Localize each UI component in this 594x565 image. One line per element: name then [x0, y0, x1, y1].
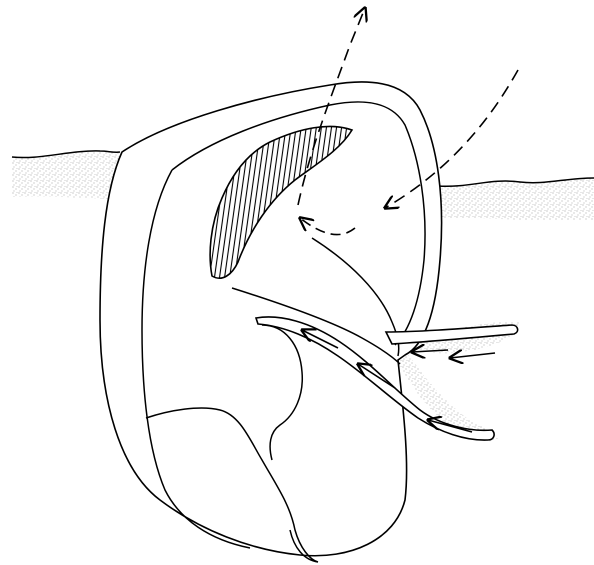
incurrent-arrow-1: [450, 353, 495, 358]
sediment-right: [438, 178, 594, 221]
sediment-left: [12, 151, 122, 200]
